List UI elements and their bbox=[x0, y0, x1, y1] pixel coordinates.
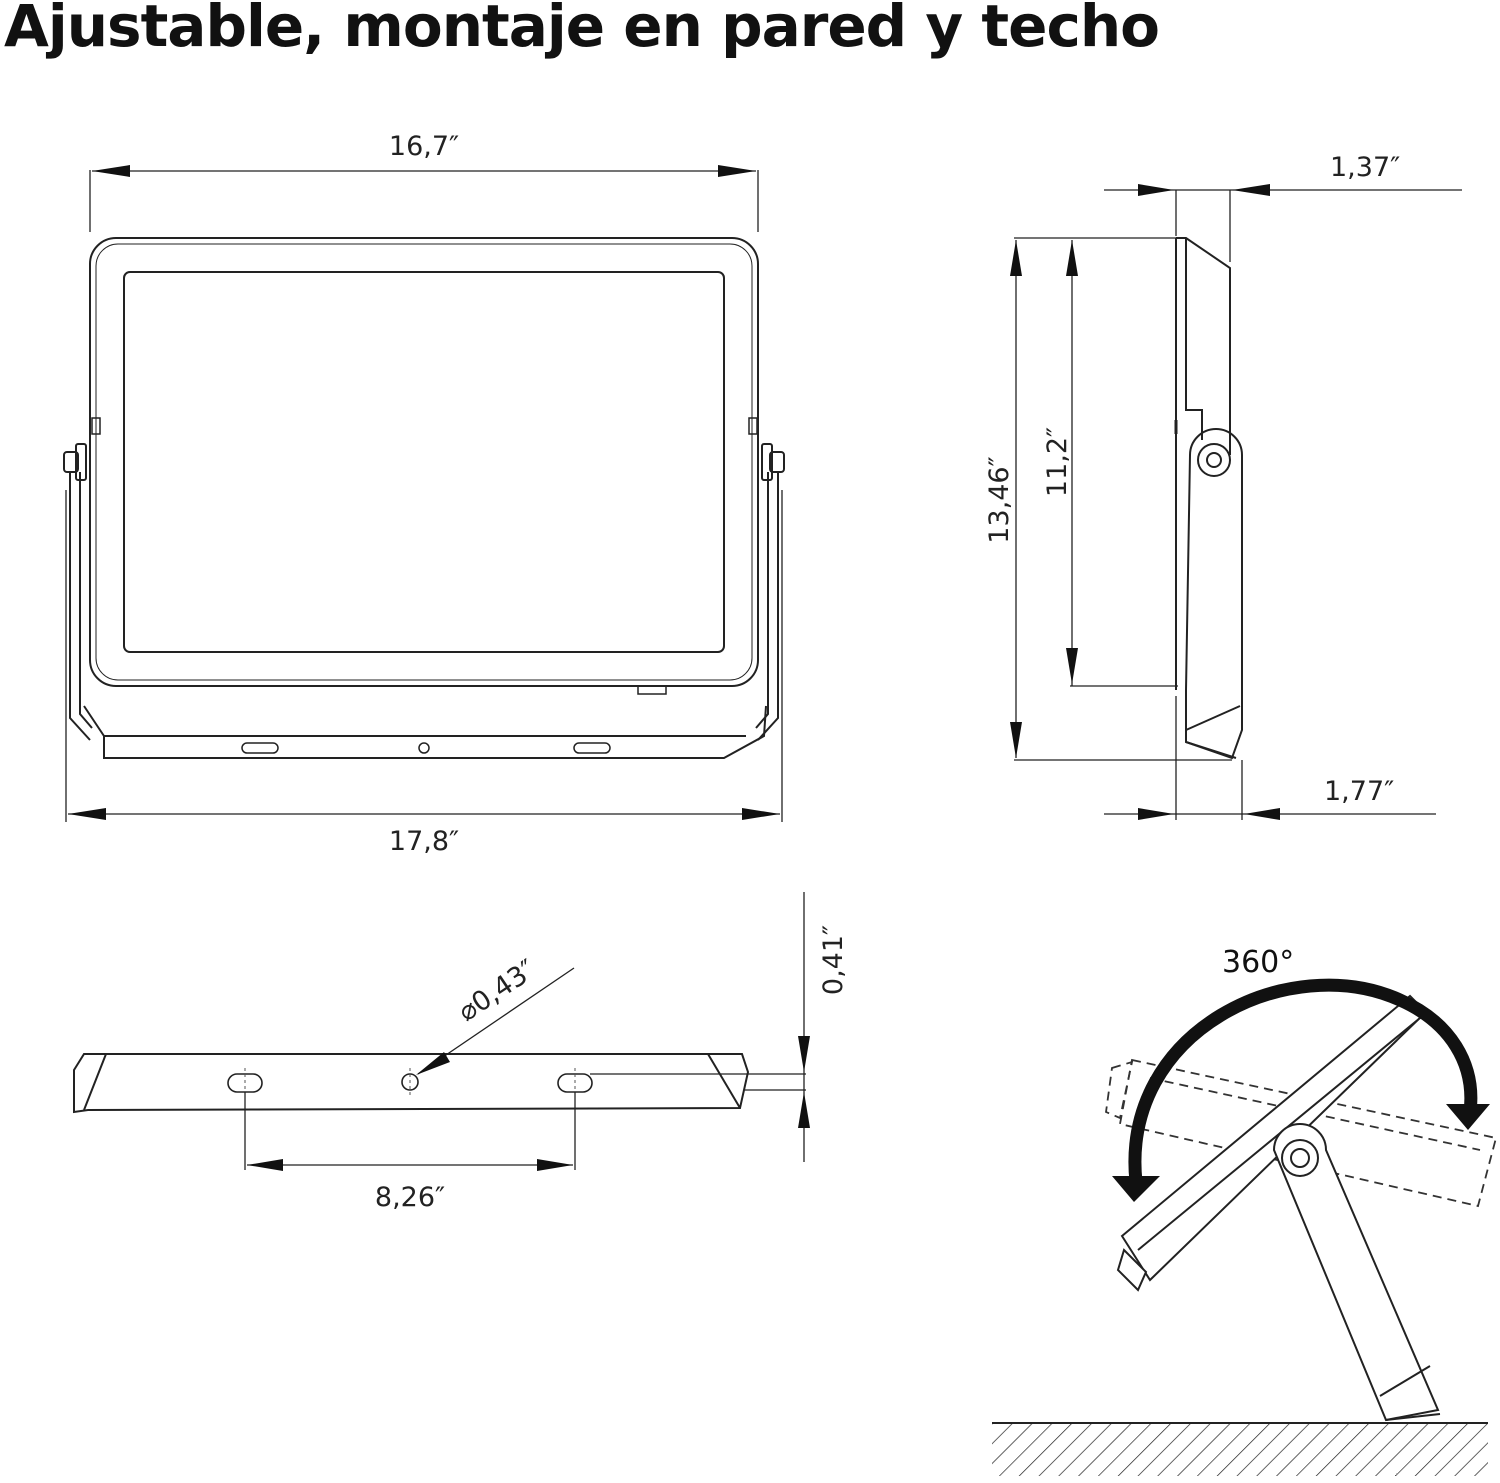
dimension-side-depth-bottom: 1,77″ bbox=[1324, 776, 1394, 807]
front-dimension-arrows bbox=[68, 165, 780, 820]
side-view bbox=[1174, 237, 1243, 760]
rotation-arrow-arc bbox=[1128, 978, 1478, 1183]
front-bracket-left-arm bbox=[69, 472, 93, 741]
side-dimension-arrows bbox=[1010, 184, 1280, 820]
side-pivot-inner bbox=[1206, 452, 1222, 468]
fixture-solid-position bbox=[1116, 994, 1428, 1292]
rotation-label: 360° bbox=[1222, 945, 1294, 980]
bracket-dimension-arrows bbox=[247, 1036, 810, 1171]
front-slot-left bbox=[241, 742, 279, 754]
dimension-side-body-height: 11,2″ bbox=[1042, 427, 1073, 497]
dimension-hole-diameter: ⌀0,43″ bbox=[453, 954, 542, 1028]
side-bracket-arm bbox=[1185, 428, 1243, 760]
bracket-view bbox=[73, 1053, 750, 1114]
page-title: Ajustable, montaje en pared y techo bbox=[4, 0, 1160, 60]
front-lens-panel bbox=[123, 271, 725, 653]
side-pivot-outer bbox=[1197, 443, 1231, 477]
front-dimension-lines bbox=[65, 170, 783, 822]
front-knob-left bbox=[63, 443, 87, 481]
rotation-arrowhead-left bbox=[1112, 1176, 1160, 1202]
rotation-arrowhead-right bbox=[1446, 1104, 1490, 1130]
dimension-front-width-top: 16,7″ bbox=[389, 131, 459, 162]
front-slot-right bbox=[573, 742, 611, 754]
side-housing bbox=[1175, 237, 1231, 690]
front-bracket-right-arm bbox=[755, 472, 779, 741]
dimension-side-depth-top: 1,37″ bbox=[1330, 152, 1400, 183]
fixture-bracket-arm bbox=[1272, 1123, 1441, 1422]
front-knob-right bbox=[761, 443, 785, 481]
bracket-plate bbox=[73, 1053, 750, 1114]
dimension-hole-spacing: 8,26″ bbox=[375, 1182, 445, 1213]
dimension-side-total-height: 13,46″ bbox=[984, 456, 1015, 543]
front-outer-frame bbox=[89, 237, 759, 687]
ground-hatch bbox=[992, 1424, 1488, 1476]
bracket-center-marks bbox=[244, 1068, 576, 1098]
bracket-dimension-lines bbox=[244, 892, 806, 1170]
dimension-front-width-bottom: 17,8″ bbox=[389, 826, 459, 857]
rotation-illustration: 360° bbox=[992, 945, 1498, 1476]
front-view bbox=[63, 237, 785, 759]
front-base-plate bbox=[83, 705, 767, 759]
front-center-hole bbox=[418, 742, 430, 754]
side-dimension-lines bbox=[1014, 189, 1462, 820]
dimension-bracket-offset: 0,41″ bbox=[818, 925, 849, 995]
